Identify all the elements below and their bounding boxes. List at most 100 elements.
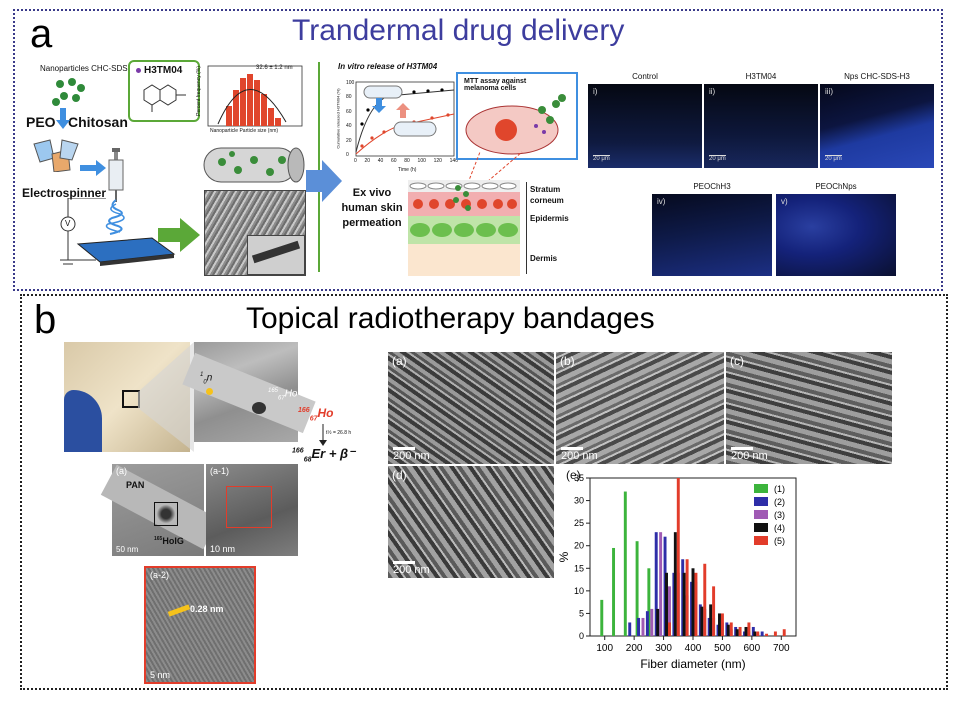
histogram-bar bbox=[623, 491, 627, 636]
histogram-bar bbox=[656, 608, 660, 636]
decay-arrow-icon bbox=[319, 424, 327, 446]
y-tick-label: 5 bbox=[579, 608, 584, 618]
ho166-label: 16667Ho bbox=[298, 406, 333, 422]
particle-size-stat: 32.6 ± 1.2 nm bbox=[256, 65, 293, 71]
x-tick-label: 500 bbox=[714, 643, 731, 654]
particle-size-histogram: 32.6 ± 1.2 nm Percent frequency (%) Nano… bbox=[195, 60, 306, 138]
legend-swatch bbox=[754, 523, 768, 532]
micrograph-control: Control i) 20 μm bbox=[588, 72, 702, 168]
release-ytick: 60 bbox=[346, 108, 352, 115]
molecule-structure-icon bbox=[143, 84, 186, 112]
histogram-bar bbox=[663, 536, 667, 636]
holg-label: 165HoIG bbox=[154, 536, 184, 546]
voltage-label: V bbox=[65, 219, 71, 228]
sem-scalebar: 200 nm bbox=[393, 450, 430, 462]
histogram-bar bbox=[659, 532, 663, 636]
release-xtick: 120 bbox=[433, 158, 442, 164]
micrograph-title: PEOChNps bbox=[815, 182, 857, 191]
histogram-bar bbox=[734, 626, 738, 636]
micrograph-scalebar: 20 μm bbox=[593, 155, 610, 162]
electrospinner-label: Electrospinner bbox=[22, 186, 107, 200]
ho165-label: 16567Ho bbox=[268, 388, 298, 401]
histogram-tag: (e) bbox=[566, 468, 581, 482]
sem-scalebar-line bbox=[561, 447, 583, 450]
micrograph-title: H3TM04 bbox=[745, 72, 777, 81]
micrograph-image: v) bbox=[776, 194, 896, 276]
legend-swatch bbox=[754, 510, 768, 519]
sem-panel-d: (d) 200 nm bbox=[388, 466, 554, 578]
particle-size-ylabel: Percent frequency (%) bbox=[195, 66, 202, 116]
compound-box: H3TM04 bbox=[128, 60, 200, 122]
fiber-tem-rod bbox=[251, 240, 301, 264]
holg-text: HoIG bbox=[162, 536, 184, 546]
panel-a-frame bbox=[13, 9, 943, 291]
panel-b-title: Topical radiotherapy bandages bbox=[246, 302, 655, 335]
micrograph-tag: ii) bbox=[709, 87, 716, 96]
histogram-bar bbox=[720, 613, 724, 636]
neutron-symbol: n bbox=[206, 372, 213, 384]
y-tick-label: 15 bbox=[574, 563, 584, 573]
neutron-sub: 0 bbox=[203, 379, 207, 386]
histogram-bar bbox=[645, 611, 649, 636]
legend-label: (1) bbox=[774, 484, 785, 494]
tem-panel-a1: (a-1) 10 nm bbox=[206, 464, 298, 556]
lattice-spacing-label: 0.28 nm bbox=[190, 604, 224, 614]
micrograph-title: Control bbox=[632, 72, 658, 81]
y-tick-label: 30 bbox=[574, 496, 584, 506]
micrograph-tag: iii) bbox=[825, 87, 833, 96]
sem-tag: (b) bbox=[560, 354, 575, 368]
sem-scalebar-line bbox=[393, 447, 415, 450]
y-tick-label: 0 bbox=[579, 631, 584, 641]
release-title: In vitro release of H3TM04 bbox=[338, 62, 438, 71]
holg-sup: 165 bbox=[154, 536, 163, 542]
y-tick-label: 35 bbox=[574, 473, 584, 483]
ho166-symbol: Ho bbox=[317, 406, 334, 420]
neutron-label: 10n bbox=[200, 372, 212, 385]
particle-size-xlabel: Nanoparticle Particle size (nm) bbox=[210, 128, 279, 134]
micrograph-scalebar: 20 μm bbox=[825, 155, 842, 162]
blue-big-arrow-icon bbox=[306, 160, 342, 202]
micrograph-peochh3: PEOChH3 iv) bbox=[652, 182, 772, 276]
histogram-bar bbox=[782, 629, 786, 636]
er-sub: 68 bbox=[303, 456, 312, 464]
nanoparticles-label: Nanoparticles CHC-SDS-H bbox=[40, 64, 137, 73]
histogram-bar bbox=[735, 629, 739, 636]
histogram-bar bbox=[667, 586, 671, 636]
histogram-bar bbox=[712, 586, 716, 636]
chitosan-label: Chitosan bbox=[68, 114, 128, 130]
histogram-bar bbox=[703, 563, 707, 636]
histogram-bar bbox=[700, 606, 704, 636]
micrograph-peochnps: PEOChNps v) bbox=[776, 182, 896, 276]
nanoparticle-dot-icon bbox=[252, 402, 266, 414]
histogram-bar bbox=[676, 478, 680, 636]
release-xtick: 60 bbox=[391, 158, 397, 164]
ho165-symbol: Ho bbox=[284, 388, 298, 400]
release-xtick: 140 bbox=[449, 158, 458, 164]
release-ytick: 20 bbox=[346, 137, 352, 144]
ho166-sup: 166 bbox=[298, 407, 310, 414]
tem-panel-a2: (a-2) 0.28 nm 5 nm bbox=[144, 566, 256, 684]
sem-panel-a: (a) 200 nm bbox=[388, 352, 554, 464]
legend-label: (4) bbox=[774, 523, 785, 533]
histogram-bar bbox=[738, 626, 742, 636]
mtt-box: MTT assay against melanoma cells bbox=[456, 72, 578, 160]
sem-scalebar: 200 nm bbox=[393, 564, 430, 576]
fiber-tube-illustration bbox=[203, 147, 305, 183]
release-yticks: 0 20 40 60 80 100 bbox=[346, 80, 354, 158]
melanoma-cell-illustration bbox=[465, 94, 566, 155]
er-label: 16668Er + β⁻ bbox=[292, 446, 355, 464]
panel-a-letter: a bbox=[30, 12, 53, 56]
histogram-bar bbox=[673, 532, 677, 636]
release-ylabel: Cumulative released H3TM04 (%) bbox=[335, 88, 341, 149]
beaker-icon bbox=[33, 139, 79, 172]
section-bracket bbox=[312, 62, 320, 272]
histogram-bar bbox=[628, 622, 632, 636]
histogram-bar bbox=[756, 631, 760, 636]
histogram-bar bbox=[747, 622, 751, 636]
particle-size-histogram-svg bbox=[207, 65, 303, 127]
ho166-sub: 67 bbox=[309, 415, 318, 423]
zoom-callout-lines bbox=[138, 342, 194, 452]
legend-swatch bbox=[754, 497, 768, 506]
histogram-bar bbox=[637, 617, 641, 636]
